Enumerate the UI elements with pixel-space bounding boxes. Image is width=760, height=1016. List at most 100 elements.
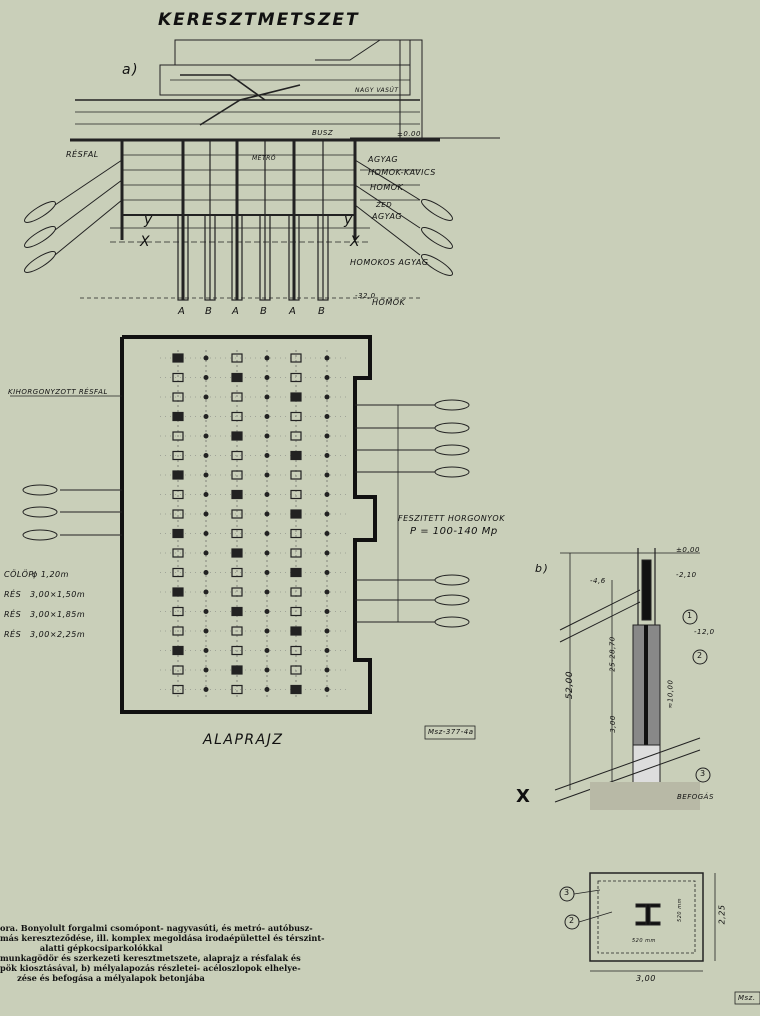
b-callout-2: 2 [697,651,703,660]
label-y-right: y [344,212,354,228]
plan-slot-pile [290,548,302,558]
plan-slot-pile [290,606,302,617]
plan-slot-pile [172,411,184,422]
plan-bored-pile [203,589,209,595]
legend-name: CÖLÖP [4,570,34,579]
label-homok-kavics: HOMOK-KAVICS [368,168,436,177]
plan-bored-pile [203,355,209,361]
section-a-anchors [24,159,453,276]
plan-slot-pile [172,645,184,656]
plan-bored-pile [264,355,270,361]
plan-bored-pile [324,453,330,458]
plan-pile-grid [160,350,350,698]
plan-slot-pile [231,606,243,617]
plan-slot-pile [231,489,243,500]
legend-value: 3,00×2,25m [30,630,86,639]
plan-bored-pile [264,375,270,380]
plan-slot-pile [172,372,184,383]
plan-bored-pile [203,492,209,497]
panel-a-label: a) [122,62,140,78]
plan-slot-pile [231,372,243,383]
plan-bored-pile [264,472,270,478]
plan-title: ALAPRAJZ [203,732,284,748]
plan-slot-pile [290,372,302,383]
plan-slot-pile [231,626,243,636]
legend-name: RÉS [4,590,22,599]
plan-slot-pile [231,509,243,519]
plan-slot-pile [290,450,302,461]
b-dim-core: ≈10,00 [666,679,675,709]
plan-bored-pile [264,648,270,653]
plan-slot-pile [290,665,302,675]
label-homok-mid: HOMOK [370,183,404,192]
legend-value: ϕ 1,20m [32,570,69,579]
plan-bored-pile [324,589,330,595]
label-zed: ZED [376,201,393,209]
plan-bored-pile [203,550,209,556]
plan-bored-pile [324,433,330,439]
plan-bored-pile [203,511,209,517]
plan-bored-pile [264,414,270,419]
b-level-3: -12,0 [694,628,715,636]
section-a-columns [177,140,329,301]
plan-bored-pile [324,472,330,478]
b-callout-1: 1 [687,611,693,620]
legend-name: RÉS [4,610,22,619]
level-bottom: -32,0 [355,292,376,300]
plan-bored-pile [324,550,330,556]
plan-slot-pile [231,450,243,461]
plan-bored-pile [203,433,209,439]
plan-bored-pile [203,609,209,614]
label-anchor-force: P = 100-140 Mp [410,526,498,537]
plan-slot-pile [231,548,243,558]
label-metro: METRÓ [252,155,277,162]
plan-slot-pile [290,626,302,636]
detail-c [559,872,760,1005]
legend-name: RÉS [4,630,22,639]
plan-bored-pile [324,511,330,517]
plan-bored-pile [264,687,270,692]
plan-slot-pile [231,587,243,597]
b-dim-total: 52,00 [565,670,576,700]
legend-value: 3,00×1,85m [30,610,86,619]
plan-bored-pile [324,570,330,575]
plan-slot-pile [172,684,184,695]
plan-slot-pile [290,528,302,539]
plan-slot-pile [290,567,302,578]
plan-bored-pile [324,394,330,400]
plan-slot-pile [172,489,184,500]
plan-bored-pile [264,492,270,497]
plan-slot-pile [172,353,184,363]
plan-bored-pile [264,570,270,575]
label-anchors: FESZITETT HORGONYOK [398,514,505,523]
figure-caption: ora. Bonyolult forgalmi csomópont- nagyv… [0,923,325,983]
plan-slot-pile [172,665,184,675]
plan-slot-pile [231,353,243,363]
plan-slot-pile [290,353,302,363]
plan-bored-pile [203,472,209,478]
plan-bored-pile [203,394,209,400]
plan-slot-pile [231,470,243,480]
plan-slot-pile [290,431,302,441]
plan-slot-pile [172,392,184,402]
plan-bored-pile [324,667,330,673]
plan-slot-pile [172,470,184,480]
plan-anchors [10,395,470,628]
label-homokos-agyag: HOMOKOS AGYAG [350,258,429,267]
panel-b-label: b) [535,562,550,575]
legend-value: 3,00×1,50m [30,590,86,599]
plan-bored-pile [324,609,330,614]
plan-bored-pile [324,414,330,419]
label-homok-bottom: HOMOK [372,298,406,307]
plan-bored-pile [203,414,209,419]
plan-slot-pile [231,392,243,402]
plan-slot-pile [172,567,184,578]
plan-slot-pile [231,431,243,441]
c-dim-inner-v: 520 mm [676,898,683,922]
column-label: A [289,306,297,317]
plan-slot-pile [172,587,184,597]
plan-slot-pile [231,411,243,422]
plan-slot-pile [231,528,243,539]
plan-stamp-box [424,725,476,740]
